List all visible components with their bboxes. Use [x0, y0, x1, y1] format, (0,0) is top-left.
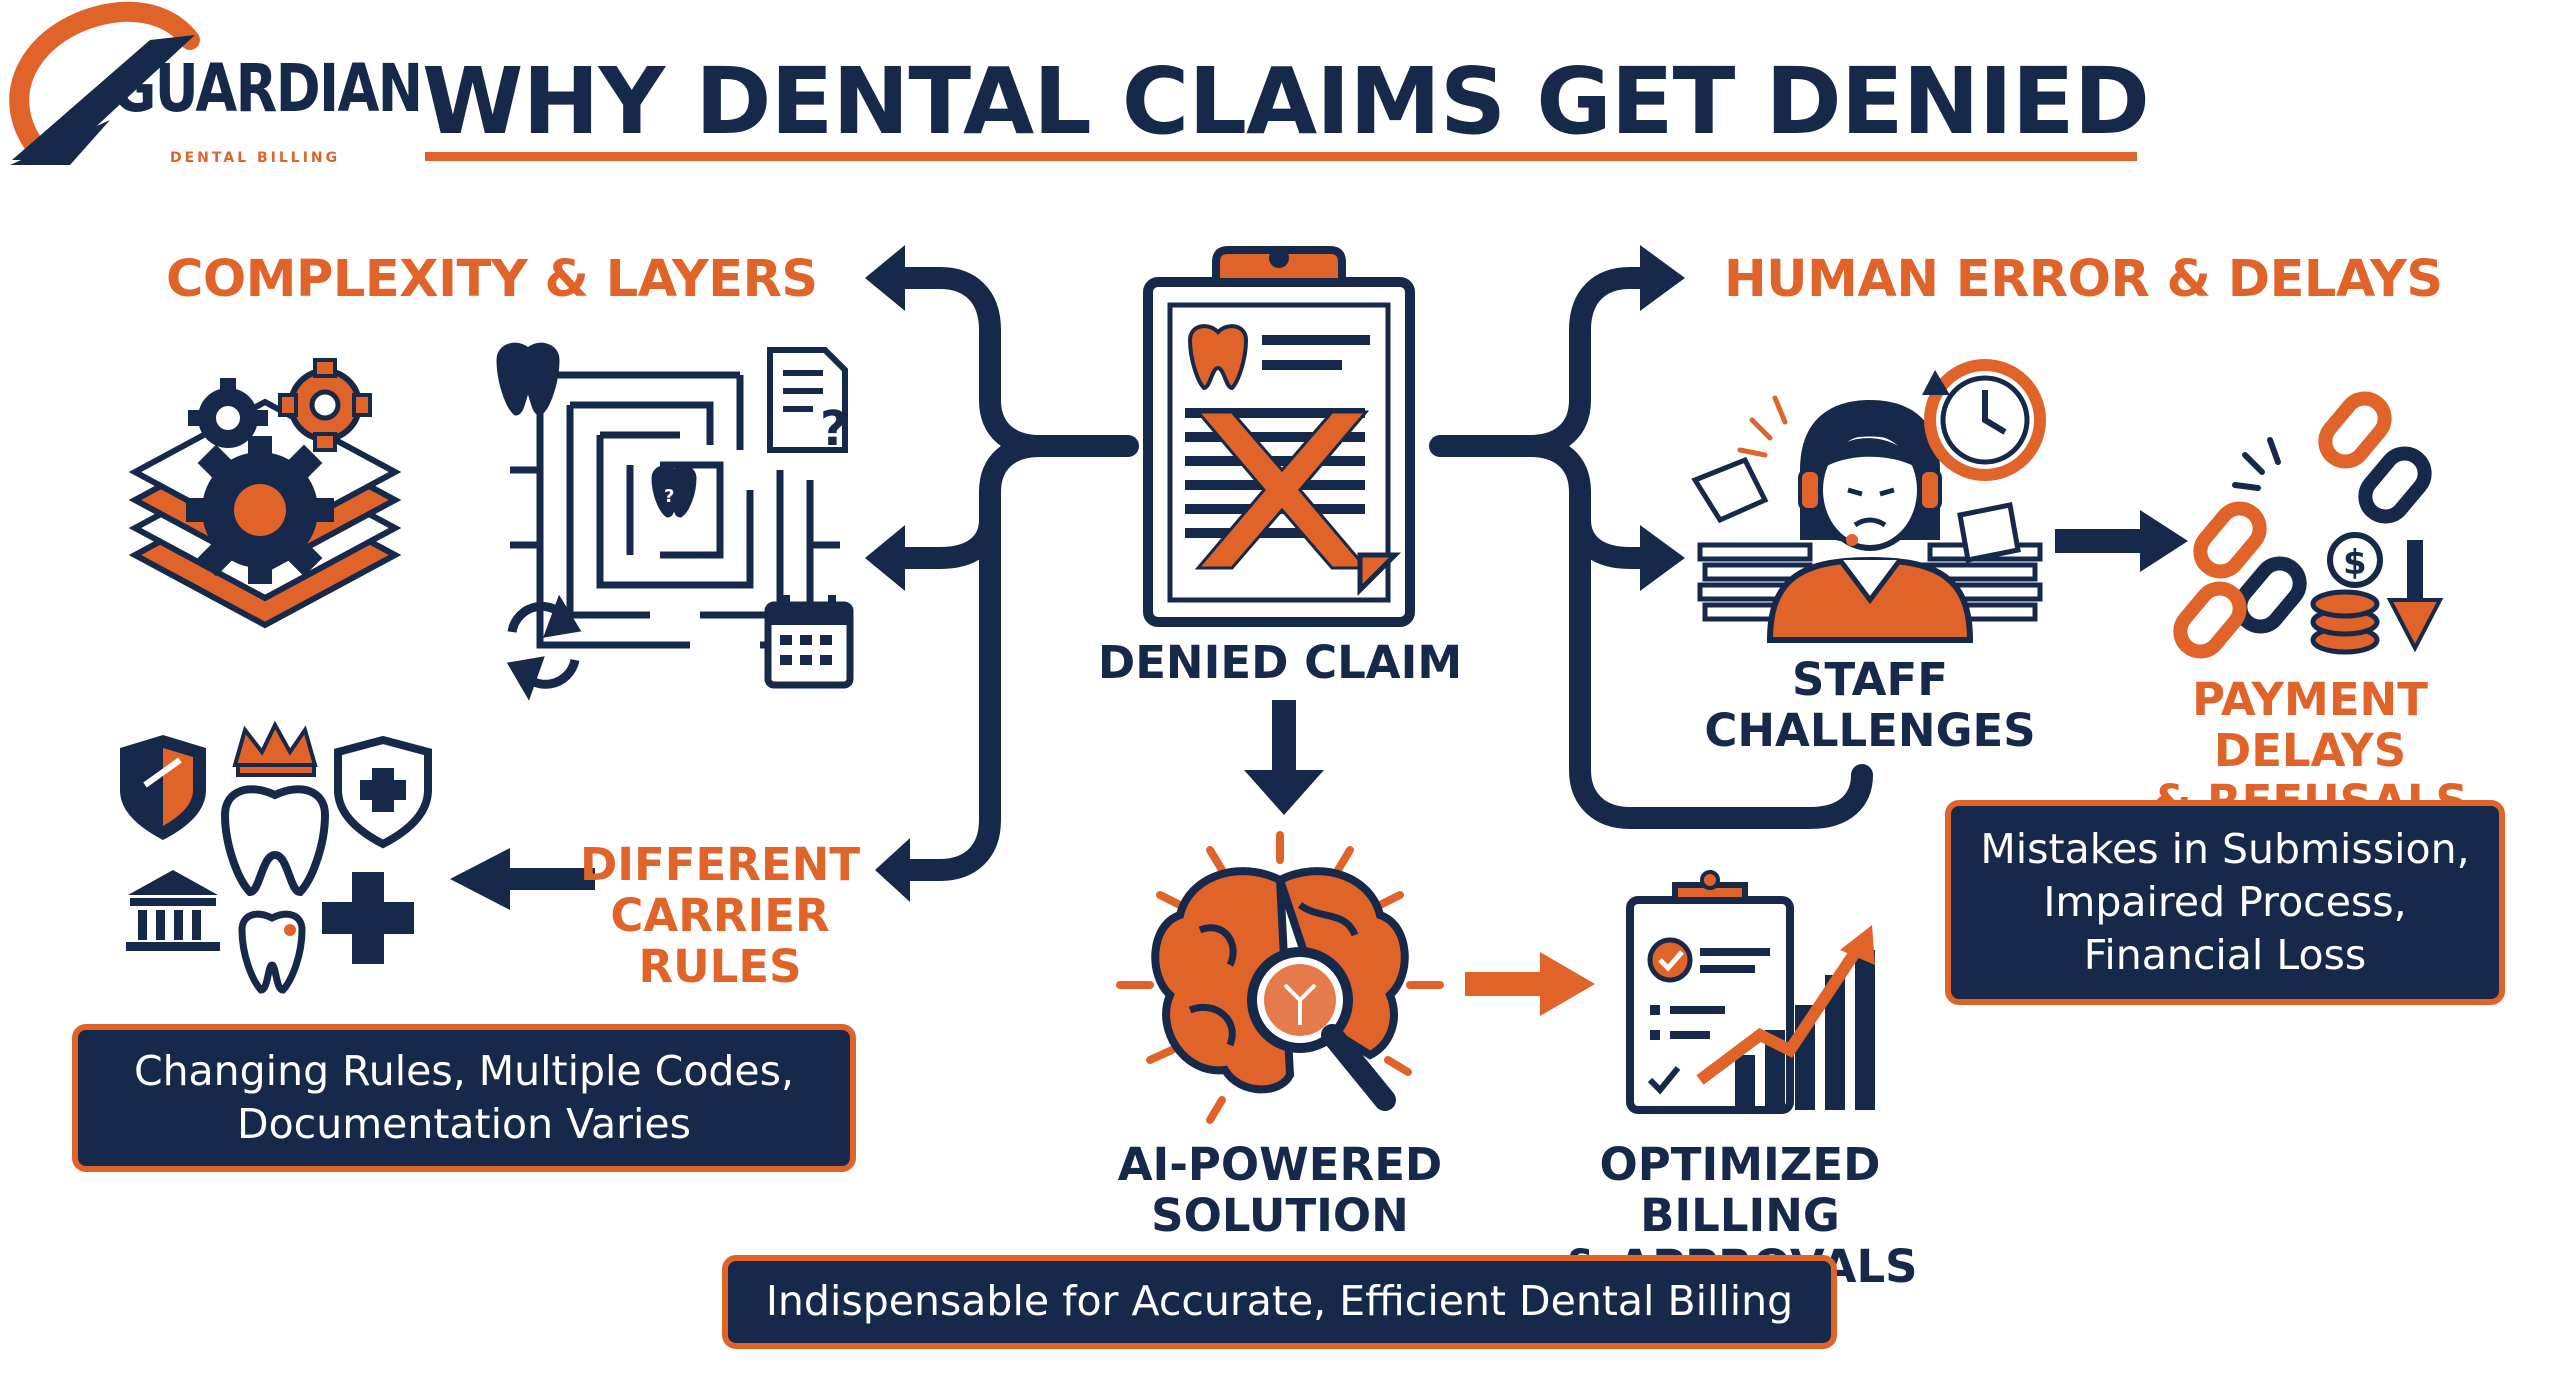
shield-icon — [120, 735, 206, 840]
cycle-arrows-icon — [506, 594, 582, 701]
tooth-icon — [220, 785, 330, 897]
human-error-summary-box: Mistakes in Submission, Impaired Process… — [1945, 800, 2505, 1005]
logo-tagline: DENTAL BILLING — [170, 150, 341, 166]
carrier-rules-label-line1: DIFFERENT — [579, 838, 861, 891]
plus-icon — [322, 872, 414, 964]
conclusion-box: Indispensable for Accurate, Efficient De… — [722, 1255, 1837, 1349]
optimized-billing-label-line1: OPTIMIZED BILLING — [1599, 1138, 1881, 1242]
gears-layers-icon — [128, 358, 402, 629]
down-arrow-icon — [2386, 540, 2444, 653]
small-tooth-icon — [238, 910, 306, 994]
denied-claim-label: DENIED CLAIM — [1097, 636, 1463, 689]
ai-solution-label-line2: SOLUTION — [1151, 1188, 1409, 1242]
arrow-to-optimized — [1465, 952, 1595, 1016]
stressed-staff-icon — [1691, 395, 2043, 643]
human-error-summary-line1: Mistakes in Submission, — [1980, 824, 2470, 873]
svg-text:$: $ — [2343, 543, 2367, 583]
svg-text:?: ? — [664, 486, 674, 507]
calendar-icon — [764, 595, 854, 689]
arrow-to-carrier-icons — [450, 848, 595, 910]
conclusion-text: Indispensable for Accurate, Efficient De… — [765, 1277, 1794, 1326]
clock-icon — [1922, 359, 2046, 481]
arrow-to-maze — [865, 525, 905, 591]
carrier-rules-label: DIFFERENT CARRIER RULES — [530, 838, 910, 993]
document-question-icon: ? — [767, 347, 848, 457]
human-error-summary-line2: Impaired Process, — [2043, 877, 2407, 926]
arrow-to-complexity — [865, 245, 905, 311]
staff-challenges-label-line1: STAFF — [1792, 653, 1948, 706]
page-title: WHY DENTAL CLAIMS GET DENIED — [422, 48, 2150, 155]
logo-wordmark: GUARDIAN — [112, 50, 423, 127]
ai-solution-label: AI-POWERED SOLUTION — [1100, 1138, 1460, 1242]
complexity-summary-line1: Changing Rules, Multiple Codes, — [133, 1046, 795, 1095]
brain-magnifier-icon — [1116, 831, 1444, 1124]
human-error-summary-line3: Financial Loss — [2083, 931, 2367, 980]
complexity-summary-box: Changing Rules, Multiple Codes, Document… — [72, 1024, 856, 1172]
logo-icon — [9, 1, 200, 165]
crown-icon — [232, 720, 318, 777]
clipboard-x-icon — [1143, 246, 1415, 627]
svg-text:?: ? — [820, 401, 848, 457]
medical-shield-icon — [334, 735, 432, 849]
arrow-to-staff — [1640, 525, 1685, 591]
carrier-rules-label-line2: CARRIER RULES — [610, 888, 830, 993]
optimized-billing-label: OPTIMIZED BILLING & APPROVALS — [1500, 1138, 1980, 1293]
right-connector — [1429, 267, 1873, 829]
clipboard-chart-icon — [1626, 870, 1875, 1114]
arrow-to-human-error — [1640, 245, 1685, 311]
ai-solution-label-line1: AI-POWERED — [1117, 1138, 1443, 1191]
staff-challenges-label-line2: CHALLENGES — [1704, 703, 2036, 757]
left-connector — [879, 267, 1139, 881]
arrow-to-carrier — [875, 838, 910, 902]
complexity-heading: COMPLEXITY & LAYERS — [166, 250, 818, 309]
broken-chain-icon — [2173, 391, 2432, 659]
human-error-heading: HUMAN ERROR & DELAYS — [1724, 250, 2443, 309]
staff-challenges-label: STAFF CHALLENGES — [1700, 653, 2040, 757]
maze-tooth-icon: ? — [496, 342, 840, 649]
payment-delays-label-line1: PAYMENT DELAYS — [2192, 673, 2428, 777]
coins-icon: $ — [2310, 532, 2383, 655]
arrow-to-ai — [1244, 700, 1324, 815]
bank-icon — [126, 870, 220, 951]
title-underline — [425, 152, 2137, 161]
complexity-summary-line2: Documentation Varies — [237, 1100, 691, 1148]
arrow-to-payment — [2055, 510, 2188, 572]
